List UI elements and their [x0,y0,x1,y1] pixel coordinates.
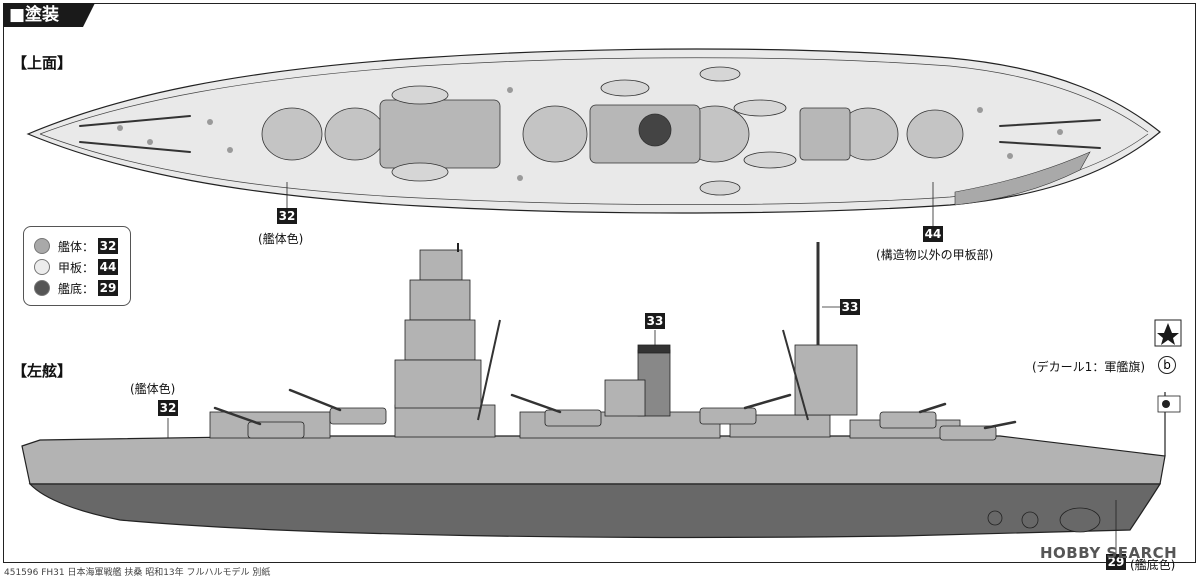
callout-bottom-num: 29 [1106,554,1126,570]
legend-row-hull: 艦体： 32 [34,237,119,255]
callout-hull-side-num: 32 [158,400,178,416]
callout-hull-top-num: 32 [277,208,297,224]
color-legend: 艦体： 32 甲板： 44 艦底： 29 [23,226,131,306]
section-title: ■塗装 [3,3,95,27]
deck-swatch [34,259,50,275]
legend-deck-label: 甲板： [58,260,95,275]
top-view-label: 【上面】 [12,54,73,72]
legend-hull-num: 32 [98,238,119,254]
bottom-swatch [34,280,50,296]
callout-hull-top-text: (艦体色) [258,232,304,246]
decal-mark-b: b [1158,356,1176,374]
callout-funnel-num: 33 [645,313,665,329]
diagram-frame [3,3,1196,563]
side-view-ship [21,242,1182,555]
watermark: HOBBY SEARCH [1040,544,1178,562]
callout-deck-top-num: 44 [923,226,943,242]
callout-bottom-text: (艦底色) [1130,558,1176,572]
side-view-label: 【左舷】 [12,362,73,380]
callout-deck-top-text: (構造物以外の甲板部) [876,248,994,262]
hull-swatch [34,238,50,254]
decal-note: (デカール1：軍艦旗) [1032,360,1145,374]
legend-hull-label: 艦体： [58,239,95,254]
footer-caption: 451596 FH31 日本海軍戦艦 扶桑 昭和13年 フルハルモデル 別紙 [4,568,271,578]
legend-deck-num: 44 [98,259,119,275]
callout-mast-num: 33 [840,299,860,315]
legend-bottom-num: 29 [98,280,119,296]
legend-row-deck: 甲板： 44 [34,258,119,276]
top-view-ship [26,48,1161,227]
callout-hull-side-text: (艦体色) [130,382,176,396]
legend-row-bottom: 艦底： 29 [34,279,119,297]
legend-bottom-label: 艦底： [58,281,95,296]
